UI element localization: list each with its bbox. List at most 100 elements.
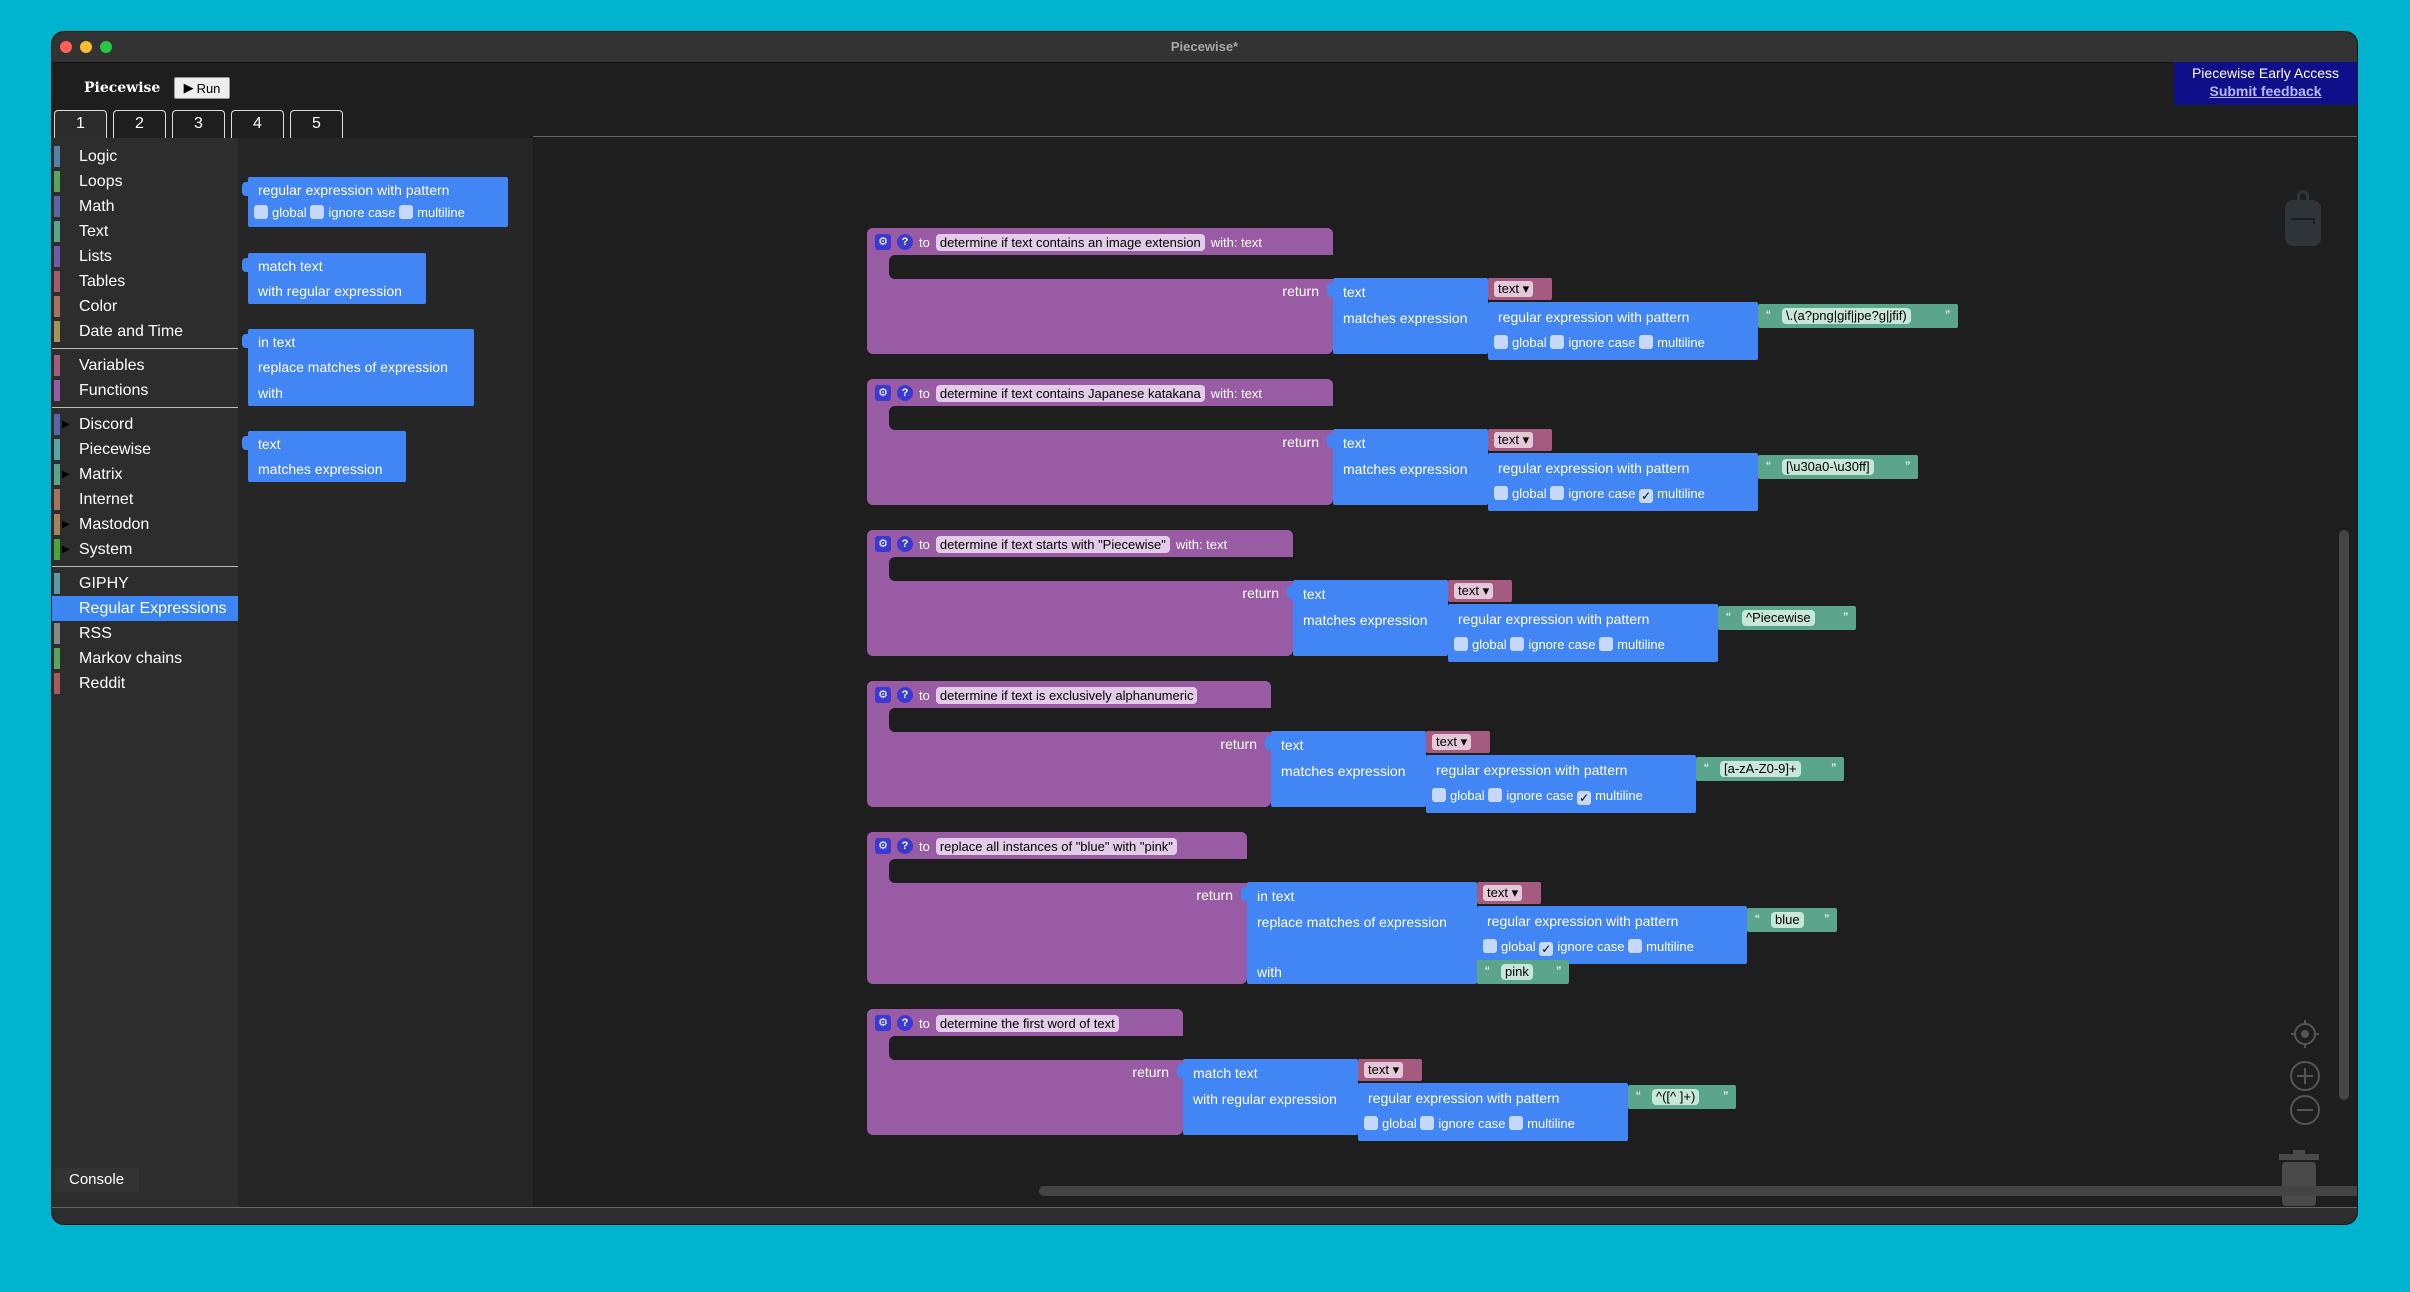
flyout-matches-block[interactable]: text matches expression — [242, 431, 406, 482]
variable-dropdown[interactable]: text ▾ — [1483, 885, 1523, 901]
variable-text-block[interactable]: text ▾ — [1488, 278, 1552, 300]
sidebar-item-internet[interactable]: Internet — [52, 487, 238, 512]
sidebar-item-giphy[interactable]: GIPHY — [52, 571, 238, 596]
sidebar-item-markov-chains[interactable]: Markov chains — [52, 646, 238, 671]
variable-text-block[interactable]: text ▾ — [1477, 882, 1541, 904]
tab-1[interactable]: 1 — [54, 110, 107, 138]
text-matches-expression-block[interactable]: text matches expression — [1327, 429, 1488, 505]
flyout-match-block[interactable]: match text with regular expression — [242, 253, 426, 304]
help-icon[interactable]: ? — [897, 234, 913, 250]
sidebar-item-reddit[interactable]: Reddit — [52, 671, 238, 696]
trash-icon[interactable] — [2277, 1148, 2321, 1213]
sidebar-item-date-and-time[interactable]: Date and Time — [52, 319, 238, 344]
expand-arrow-icon[interactable]: ▶ — [62, 469, 70, 480]
zoom-in-icon[interactable] — [2289, 1060, 2321, 1097]
text-matches-expression-block[interactable]: text matches expression — [1265, 731, 1426, 807]
multiline-checkbox[interactable] — [1599, 637, 1614, 651]
text-matches-expression-block[interactable]: text matches expression — [1327, 278, 1488, 354]
zoom-out-icon[interactable] — [2289, 1094, 2321, 1131]
tab-4[interactable]: 4 — [231, 110, 284, 138]
sidebar-item-system[interactable]: ▶ System — [52, 537, 238, 562]
global-checkbox[interactable] — [1454, 637, 1468, 651]
text-literal-block[interactable]: “ ^([^ ]+) ” — [1628, 1085, 1736, 1109]
ignore-case-checkbox[interactable] — [1420, 1116, 1435, 1130]
horizontal-scrollbar[interactable] — [1039, 1186, 2357, 1196]
submit-feedback-link[interactable]: Submit feedback — [2209, 83, 2322, 99]
expand-arrow-icon[interactable]: ▶ — [62, 544, 70, 555]
sidebar-item-color[interactable]: Color — [52, 294, 238, 319]
function-definition-block[interactable]: ⚙ ? to determine the first word of text … — [867, 1009, 1405, 1135]
sidebar-item-logic[interactable]: Logic — [52, 144, 238, 169]
variable-text-block[interactable]: text ▾ — [1426, 731, 1490, 753]
sidebar-item-functions[interactable]: Functions — [52, 378, 238, 403]
sidebar-item-discord[interactable]: ▶ Discord — [52, 412, 238, 437]
text-literal-block[interactable]: “ [a-zA-Z0-9]+ ” — [1696, 757, 1844, 781]
sidebar-item-matrix[interactable]: ▶ Matrix — [52, 462, 238, 487]
maximize-window-button[interactable] — [100, 41, 112, 53]
help-icon[interactable]: ? — [897, 1015, 913, 1031]
sidebar-item-rss[interactable]: RSS — [52, 621, 238, 646]
backpack-icon[interactable] — [2283, 188, 2323, 253]
variable-dropdown[interactable]: text ▾ — [1494, 281, 1534, 297]
function-name-field[interactable]: determine the first word of text — [935, 1014, 1119, 1032]
global-checkbox[interactable] — [1432, 788, 1446, 802]
function-name-field[interactable]: determine if text starts with "Piecewise… — [935, 535, 1170, 553]
help-icon[interactable]: ? — [897, 536, 913, 552]
multiline-checkbox[interactable] — [1509, 1116, 1524, 1130]
tab-2[interactable]: 2 — [113, 110, 166, 138]
regex-pattern-block[interactable]: regular expression with pattern global ✓… — [1477, 906, 1747, 964]
text-literal-value[interactable]: ^([^ ]+) — [1652, 1089, 1700, 1105]
crosshair-icon[interactable] — [2289, 1018, 2321, 1055]
gear-icon[interactable]: ⚙ — [875, 687, 891, 703]
text-literal-value[interactable]: [a-zA-Z0-9]+ — [1720, 761, 1801, 777]
global-checkbox[interactable] — [1364, 1116, 1378, 1130]
function-name-field[interactable]: determine if text is exclusively alphanu… — [935, 686, 1198, 704]
text-literal-value[interactable]: blue — [1771, 912, 1804, 928]
function-definition-block[interactable]: ⚙ ? to replace all instances of "blue" w… — [867, 832, 1469, 984]
variable-dropdown[interactable]: text ▾ — [1454, 583, 1494, 599]
ignore-case-checkbox[interactable] — [1550, 486, 1565, 500]
replace-matches-block[interactable]: in text replace matches of expression wi… — [1241, 882, 1477, 984]
vertical-scrollbar[interactable] — [2339, 530, 2349, 1100]
ignore-case-checkbox[interactable]: ✓ — [1539, 942, 1554, 956]
multiline-checkbox[interactable] — [1628, 939, 1643, 953]
function-definition-block[interactable]: ⚙ ? to determine if text contains an ima… — [867, 228, 1555, 354]
multiline-checkbox[interactable]: ✓ — [1577, 791, 1592, 805]
ignore-case-checkbox[interactable] — [310, 205, 325, 219]
variable-dropdown[interactable]: text ▾ — [1364, 1062, 1404, 1078]
flyout-regex-block[interactable]: regular expression with pattern global i… — [242, 177, 508, 227]
global-checkbox[interactable] — [1494, 335, 1508, 349]
global-checkbox[interactable] — [1483, 939, 1497, 953]
function-name-field[interactable]: replace all instances of "blue" with "pi… — [935, 837, 1177, 855]
variable-dropdown[interactable]: text ▾ — [1432, 734, 1472, 750]
function-name-field[interactable]: determine if text contains an image exte… — [935, 233, 1205, 251]
block-workspace[interactable]: ⚙ ? to determine if text contains an ima… — [533, 138, 2357, 1208]
tab-5[interactable]: 5 — [290, 110, 343, 138]
ignore-case-checkbox[interactable] — [1488, 788, 1503, 802]
text-literal-value[interactable]: [\u30a0-\u30ff] — [1782, 459, 1874, 475]
gear-icon[interactable]: ⚙ — [875, 1015, 891, 1031]
text-literal-block[interactable]: “ \.(a?png|gif|jpe?g|jfif) ” — [1758, 304, 1958, 328]
variable-dropdown[interactable]: text ▾ — [1494, 432, 1534, 448]
expand-arrow-icon[interactable]: ▶ — [62, 519, 70, 530]
gear-icon[interactable]: ⚙ — [875, 385, 891, 401]
function-definition-block[interactable]: ⚙ ? to determine if text contains Japane… — [867, 379, 1555, 505]
ignore-case-checkbox[interactable] — [1510, 637, 1525, 651]
text-matches-expression-block[interactable]: text matches expression — [1287, 580, 1448, 656]
multiline-checkbox[interactable]: ✓ — [1639, 489, 1654, 503]
regex-pattern-block[interactable]: regular expression with pattern global i… — [1448, 604, 1718, 662]
sidebar-item-mastodon[interactable]: ▶ Mastodon — [52, 512, 238, 537]
sidebar-item-lists[interactable]: Lists — [52, 244, 238, 269]
help-icon[interactable]: ? — [897, 385, 913, 401]
variable-text-block[interactable]: text ▾ — [1448, 580, 1512, 602]
global-checkbox[interactable] — [254, 205, 268, 219]
sidebar-item-loops[interactable]: Loops — [52, 169, 238, 194]
regex-pattern-block[interactable]: regular expression with pattern global i… — [1426, 755, 1696, 813]
regex-pattern-block[interactable]: regular expression with pattern global i… — [1488, 453, 1758, 511]
text-literal-value[interactable]: pink — [1501, 964, 1533, 980]
gear-icon[interactable]: ⚙ — [875, 234, 891, 250]
variable-text-block[interactable]: text ▾ — [1358, 1059, 1422, 1081]
regex-pattern-block[interactable]: regular expression with pattern global i… — [1488, 302, 1758, 360]
tab-3[interactable]: 3 — [172, 110, 225, 138]
ignore-case-checkbox[interactable] — [1550, 335, 1565, 349]
